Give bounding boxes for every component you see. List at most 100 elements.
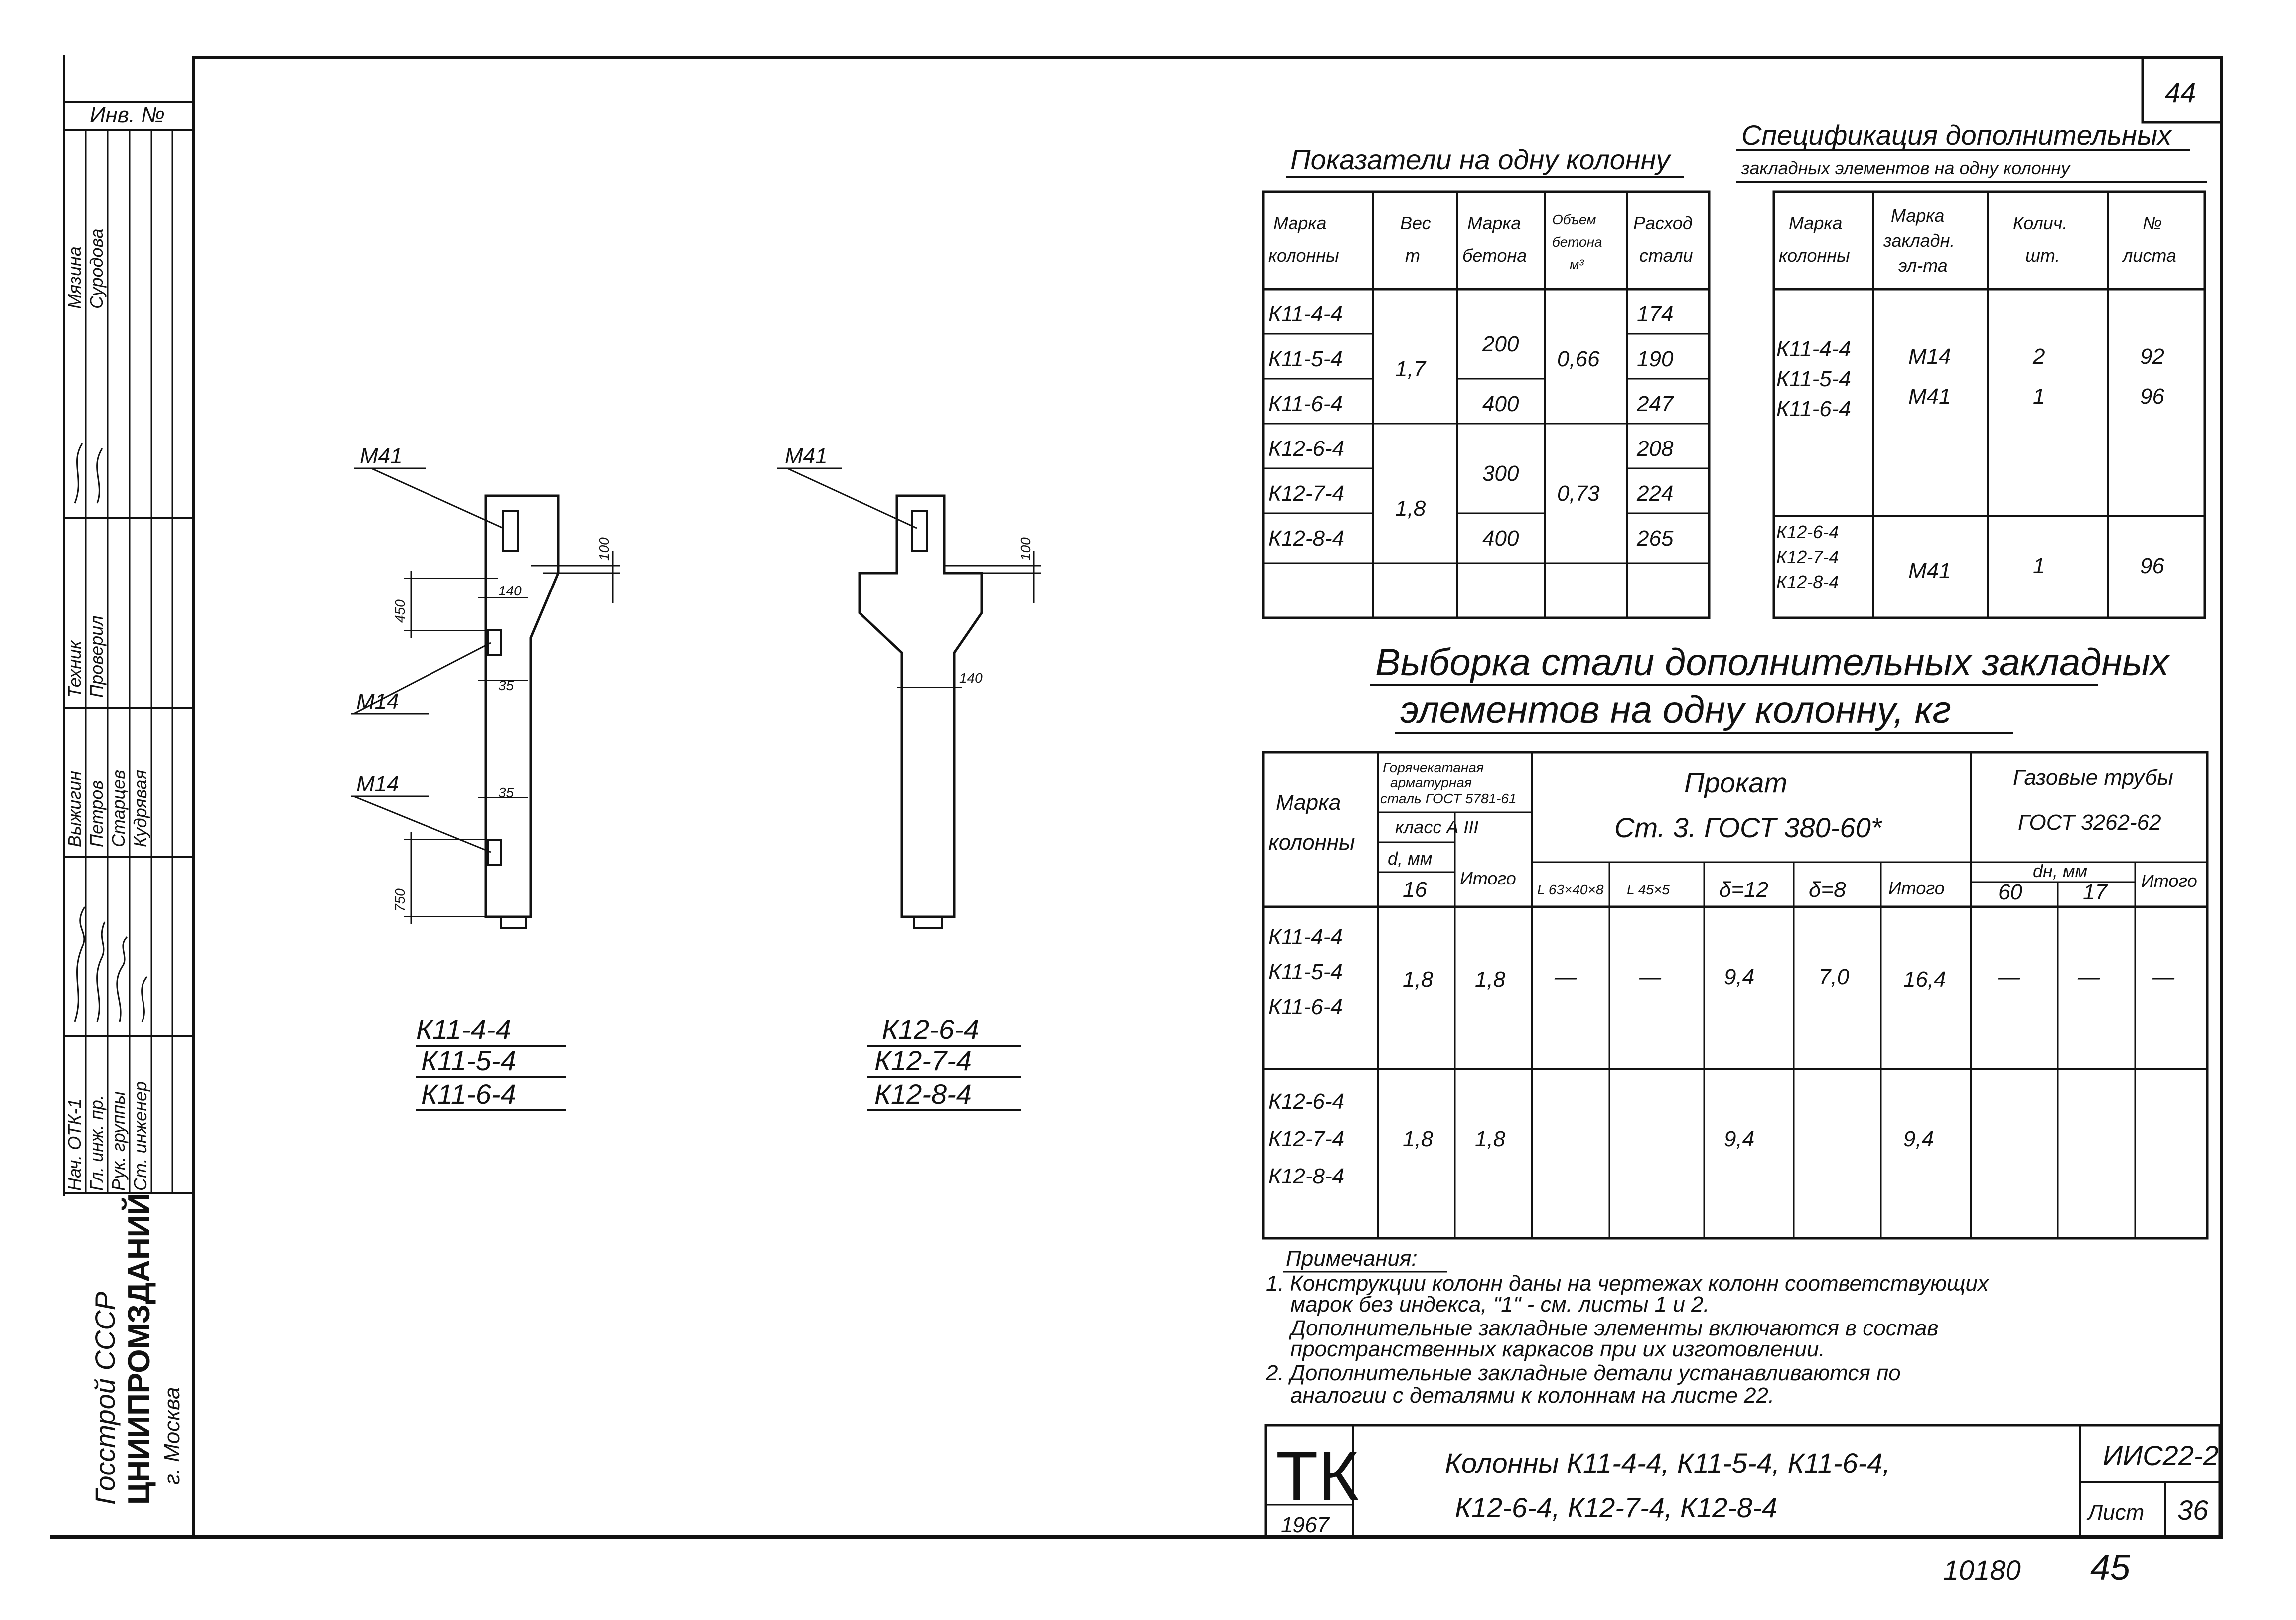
note-line: 2. Дополнительные закладные детали устан… [1265, 1361, 1901, 1385]
selection-mark: К11-6-4 [1268, 995, 1343, 1019]
spec-header: № [2143, 213, 2162, 233]
selection-title-2: элементов на одну колонну, кг [1400, 689, 1951, 731]
selection-header-hot: Горячекатаная [1383, 760, 1484, 775]
mark-label: К11-6-4 [421, 1078, 516, 1110]
stamp-name: Мязина [64, 246, 85, 309]
dim-750: 750 [392, 888, 408, 912]
indicator-concrete: 300 [1482, 461, 1519, 486]
selection-header-mark: колонны [1268, 830, 1355, 855]
spec-header: эл-та [1898, 255, 1948, 276]
selection-mark: К12-7-4 [1268, 1127, 1344, 1151]
signature-scribbles [74, 443, 148, 1022]
title-block-logo: ТК [1276, 1437, 1359, 1515]
mark-label: К11-4-4 [416, 1014, 511, 1045]
spec-sheet: 96 [2140, 554, 2164, 578]
dim-35: 35 [498, 785, 514, 800]
header-volume: Объем [1552, 212, 1596, 227]
steel-selection-table: Выборка стали дополнительных закладных э… [1262, 641, 2209, 1240]
selection-header-d16: 16 [1403, 878, 1427, 902]
header-volume: м³ [1570, 257, 1584, 272]
stamp-name: Старцев [108, 770, 129, 847]
org-tsniipromzdaniy: ЦНИИПРОМЗДАНИЙ [122, 1193, 156, 1505]
stamp-role: Рук. группы [108, 1091, 129, 1191]
indicator-mark: К12-6-4 [1268, 437, 1344, 461]
selection-title-1: Выборка стали дополнительных закладных [1375, 641, 2170, 684]
spec-mark: К12-8-4 [1776, 572, 1839, 592]
spec-element: М41 [1908, 384, 1951, 409]
spec-qty: 2 [2032, 344, 2045, 369]
header-weight: Вес [1400, 213, 1431, 233]
indicator-concrete: 400 [1482, 392, 1519, 416]
specification-table: Спецификация дополнительных закладных эл… [1736, 119, 2207, 619]
selection-header-17: 17 [2083, 880, 2108, 904]
indicator-volume: 0,66 [1557, 347, 1600, 371]
spec-header: Марка [1789, 213, 1842, 233]
indicator-steel: 224 [1636, 481, 1673, 506]
column-drawing-k11: М41 М14 М14 100 140 450 35 35 750 К11-4-… [351, 444, 620, 1111]
selection-header-60: 60 [1998, 880, 2022, 904]
stamp-role: Ст. инженер [130, 1081, 150, 1191]
spec-sheet: 96 [2140, 384, 2164, 409]
indicator-steel: 247 [1636, 392, 1674, 416]
selection-total: 1,8 [1475, 967, 1506, 992]
selection-d16: 1,8 [1403, 967, 1434, 992]
spec-element: М14 [1908, 344, 1951, 369]
dim-140: 140 [959, 670, 983, 686]
header-mark: колонны [1268, 245, 1339, 266]
spec-header: листа [2122, 245, 2176, 266]
selection-total: 1,8 [1475, 1127, 1506, 1151]
selection-header-hot: арматурная [1390, 775, 1472, 790]
indicator-steel: 174 [1637, 302, 1673, 326]
mark-label: К12-6-4 [882, 1014, 979, 1045]
selection-header-s8: δ=8 [1809, 878, 1846, 902]
selection-header-d: d, мм [1388, 848, 1432, 869]
stamp-role: Техник [64, 640, 85, 698]
indicator-mark: К12-8-4 [1268, 526, 1344, 551]
selection-header-hot: сталь ГОСТ 5781-61 [1380, 791, 1517, 806]
label-m14: М14 [356, 772, 399, 796]
notes: Примечания: 1. Конструкции колонн даны н… [1265, 1246, 1990, 1408]
selection-l2: — [1639, 965, 1662, 989]
indicators-table: Показатели на одну колонну Марка колонны… [1262, 144, 1711, 619]
selection-mark: К11-5-4 [1268, 960, 1343, 984]
selection-header-total3: Итого [2141, 871, 2197, 891]
stamp-role: Гл. инж. пр. [86, 1095, 107, 1191]
spec-header: колонны [1779, 245, 1850, 266]
selection-mark: К11-4-4 [1268, 925, 1343, 949]
stamp-name: Выжигин [64, 771, 85, 847]
indicator-mark: К11-6-4 [1268, 392, 1343, 416]
indicator-volume: 0,73 [1557, 481, 1600, 506]
mark-label: К12-8-4 [874, 1078, 972, 1110]
title-block-title-1: Колонны К11-4-4, К11-5-4, К11-6-4, [1445, 1447, 1890, 1478]
title-block-sheet-number: 36 [2177, 1494, 2209, 1526]
stamp-name: Петров [86, 780, 107, 847]
selection-header-gas: Газовые трубы [2013, 765, 2173, 790]
label-m41: М41 [785, 444, 828, 468]
spec-element: М41 [1908, 559, 1951, 583]
spec-mark: К12-7-4 [1776, 547, 1839, 567]
spec-qty: 1 [2033, 384, 2045, 409]
note-line: пространственных каркасов при их изготов… [1291, 1337, 1825, 1361]
mark-label: К11-5-4 [421, 1045, 516, 1076]
title-block-year: 1967 [1281, 1513, 1330, 1537]
indicator-weight: 1,7 [1395, 357, 1427, 381]
selection-d16: 1,8 [1403, 1127, 1434, 1151]
selection-s12: 9,4 [1724, 1127, 1754, 1151]
spec-mark: К11-5-4 [1776, 367, 1851, 391]
indicator-steel: 265 [1636, 526, 1674, 551]
selection-total3: — [2152, 965, 2175, 989]
note-line: Дополнительные закладные элементы включа… [1288, 1316, 1938, 1340]
stamp-role: Нач. ОТК-1 [64, 1099, 85, 1191]
selection-header-s12: δ=12 [1719, 878, 1768, 902]
indicator-steel: 190 [1637, 347, 1674, 371]
title-block-code: ИИС22-2 [2103, 1440, 2219, 1471]
selection-header-mark: Марка [1276, 790, 1341, 815]
spec-header: закладн. [1883, 230, 1955, 251]
selection-header-dn: dн, мм [2033, 861, 2087, 881]
selection-header-class: класс А III [1395, 817, 1478, 837]
stamp-role: Проверил [86, 616, 107, 698]
spec-mark: К11-6-4 [1776, 397, 1851, 421]
spec-qty: 1 [2033, 554, 2045, 578]
selection-g60: — [1998, 965, 2020, 989]
left-stamp: Инв. № Нач. ОТК-1 Гл. инж. пр. Рук. груп… [63, 101, 194, 1505]
